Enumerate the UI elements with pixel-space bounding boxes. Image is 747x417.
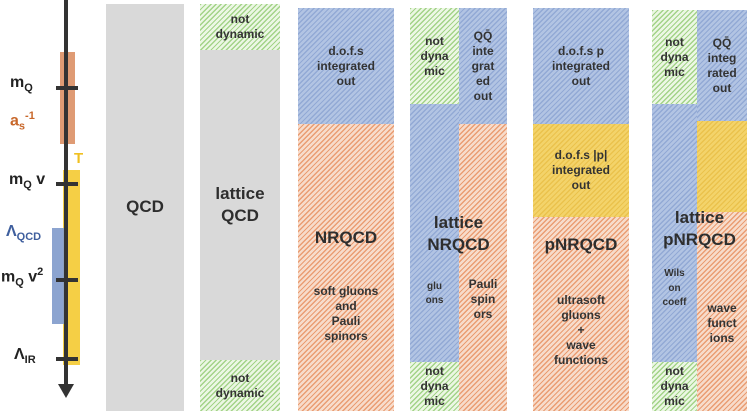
column-qcd: QCD bbox=[106, 4, 184, 411]
lattice-pnrqcd-top-right-cell: QQ̄ integ rated out bbox=[697, 10, 747, 121]
label-temperature: T bbox=[74, 150, 84, 167]
column-lattice-nrqcd: not dyna mic QQ̄ inte grat ed out glu on… bbox=[410, 8, 507, 411]
lattice-qcd-label: lattice QCD bbox=[215, 183, 265, 225]
pnrqcd-label: pNRQCD bbox=[544, 234, 618, 254]
lattice-nrqcd-right-description: Pauli spin ors bbox=[468, 276, 498, 321]
axis-arrow-icon bbox=[58, 384, 74, 398]
lattice-pnrqcd-right-middle-cell bbox=[697, 121, 747, 212]
lattice-qcd-main-cell: lattice QCD bbox=[200, 50, 280, 360]
label-alpha-s: as-1 bbox=[10, 110, 35, 133]
label-mq: mQ bbox=[10, 74, 33, 95]
nrqcd-description: soft gluons and Pauli spinors bbox=[313, 284, 379, 343]
nrqcd-top-cell: d.o.f.s integrated out bbox=[298, 8, 394, 124]
tick-mq bbox=[56, 86, 78, 90]
label-lambda-ir: ΛIR bbox=[14, 346, 36, 367]
lattice-pnrqcd-right-description: wave funct ions bbox=[707, 300, 737, 345]
scale-axis: mQ as-1 T mQ v ΛQCD mQ v2 ΛIR bbox=[0, 0, 100, 417]
lattice-pnrqcd-bottom-cell: not dyna mic bbox=[652, 362, 697, 411]
lattice-pnrqcd-left-cell: Wils on coeff bbox=[652, 104, 697, 362]
column-qcd-label: QCD bbox=[126, 197, 164, 217]
lattice-nrqcd-top-left-cell: not dyna mic bbox=[410, 8, 459, 104]
column-nrqcd: d.o.f.s integrated out NRQCD soft gluons… bbox=[298, 8, 394, 411]
lattice-qcd-top-cell: not dynamic bbox=[200, 4, 280, 50]
label-lambda-qcd: ΛQCD bbox=[6, 223, 42, 244]
lattice-qcd-bottom-cell: not dynamic bbox=[200, 360, 280, 411]
lattice-pnrqcd-top-left-cell: not dyna mic bbox=[652, 10, 697, 104]
tick-lambda-ir bbox=[56, 357, 78, 361]
label-mqv2: mQ v2 bbox=[1, 266, 44, 289]
lattice-nrqcd-right-cell: Pauli spin ors bbox=[459, 124, 507, 411]
lattice-nrqcd-label: lattice NRQCD bbox=[427, 212, 490, 254]
tick-mqv2 bbox=[56, 278, 78, 282]
pnrqcd-top-cell: d.o.f.s p integrated out bbox=[533, 8, 629, 124]
pnrqcd-description: ultrasoft gluons + wave functions bbox=[554, 292, 608, 367]
lattice-nrqcd-bottom-cell: not dyna mic bbox=[410, 362, 459, 411]
tick-mqv bbox=[56, 182, 78, 186]
nrqcd-label: NRQCD bbox=[314, 227, 378, 247]
column-lattice-qcd: not dynamic lattice QCD not dynamic bbox=[200, 4, 280, 411]
pnrqcd-main-cell: pNRQCD ultrasoft gluons + wave functions bbox=[533, 217, 629, 411]
lattice-nrqcd-left-description: glu ons bbox=[425, 280, 444, 307]
pnrqcd-middle-cell: d.o.f.s |p| integrated out bbox=[533, 124, 629, 217]
label-mqv: mQ v bbox=[9, 171, 46, 192]
lattice-nrqcd-left-cell: glu ons bbox=[410, 104, 459, 362]
scale-axis-line bbox=[64, 0, 68, 388]
lattice-nrqcd-top-right-cell: QQ̄ inte grat ed out bbox=[459, 8, 507, 124]
column-pnrqcd: d.o.f.s p integrated out d.o.f.s |p| int… bbox=[533, 8, 629, 411]
lattice-pnrqcd-right-cell: wave funct ions bbox=[697, 212, 747, 411]
lattice-pnrqcd-left-description: Wils on coeff bbox=[662, 268, 687, 309]
column-lattice-pnrqcd: not dyna mic QQ̄ integ rated out Wils on… bbox=[652, 10, 747, 411]
nrqcd-main-cell: NRQCD soft gluons and Pauli spinors bbox=[298, 124, 394, 411]
lattice-pnrqcd-label: lattice pNRQCD bbox=[663, 207, 736, 249]
